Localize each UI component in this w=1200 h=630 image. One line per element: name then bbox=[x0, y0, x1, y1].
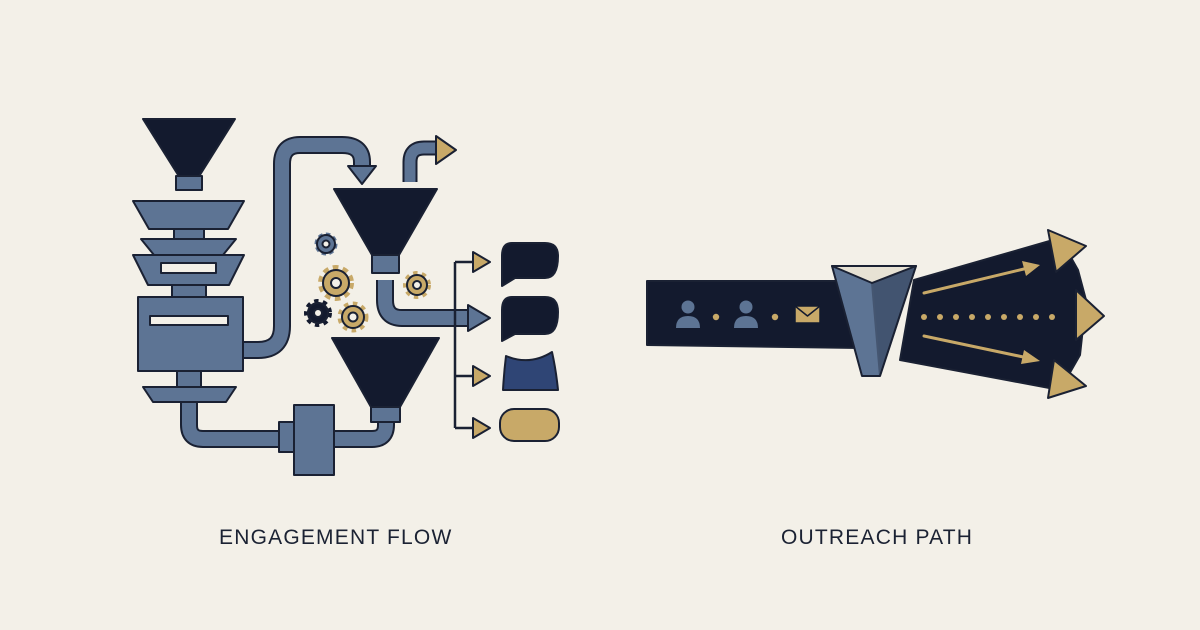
dot-marker bbox=[771, 313, 779, 321]
branch-connectors bbox=[453, 260, 475, 430]
outreach-path-diagram bbox=[646, 229, 1105, 399]
arrow-icon bbox=[1075, 289, 1105, 341]
arrow-icon bbox=[1047, 359, 1087, 399]
speech-bubble-icon bbox=[499, 408, 560, 442]
arrow-icon bbox=[1022, 261, 1040, 276]
dotted-line bbox=[921, 314, 1055, 320]
gear-icon bbox=[314, 232, 338, 256]
gear-icon bbox=[337, 301, 369, 333]
engagement-flow-caption: ENGAGEMENT FLOW bbox=[219, 526, 453, 549]
arrow-icon bbox=[472, 251, 491, 273]
gear-icon bbox=[318, 265, 354, 301]
channel-band bbox=[646, 280, 861, 349]
user-icon bbox=[676, 300, 700, 328]
speech-bubble-icon bbox=[501, 296, 559, 342]
pipe-arrowhead bbox=[347, 165, 377, 185]
funnel-icon bbox=[142, 118, 236, 179]
funnel-icon bbox=[331, 337, 440, 408]
arrow-icon bbox=[1021, 350, 1040, 364]
envelope-icon bbox=[794, 305, 821, 324]
speech-bubble-icon bbox=[502, 351, 559, 391]
machine-tier-2 bbox=[140, 238, 237, 256]
arrow-icon bbox=[1047, 229, 1087, 273]
machine-tier-1 bbox=[132, 200, 245, 230]
engagement-flow-diagram bbox=[132, 118, 560, 476]
machine-body bbox=[137, 296, 244, 372]
dot-marker bbox=[712, 313, 720, 321]
output-arrowhead bbox=[467, 304, 491, 332]
gear-icon bbox=[304, 299, 332, 327]
speech-bubble-icon bbox=[501, 242, 559, 287]
arrow-icon bbox=[472, 365, 491, 387]
fan-arrows bbox=[922, 266, 1030, 360]
gear-icon bbox=[403, 271, 431, 299]
outreach-path-caption: OUTREACH PATH bbox=[781, 526, 974, 549]
funnel-icon bbox=[333, 188, 438, 256]
arrow-icon bbox=[435, 135, 457, 165]
user-icon bbox=[734, 300, 758, 328]
processor-block bbox=[278, 421, 295, 453]
arrow-icon bbox=[472, 417, 491, 439]
